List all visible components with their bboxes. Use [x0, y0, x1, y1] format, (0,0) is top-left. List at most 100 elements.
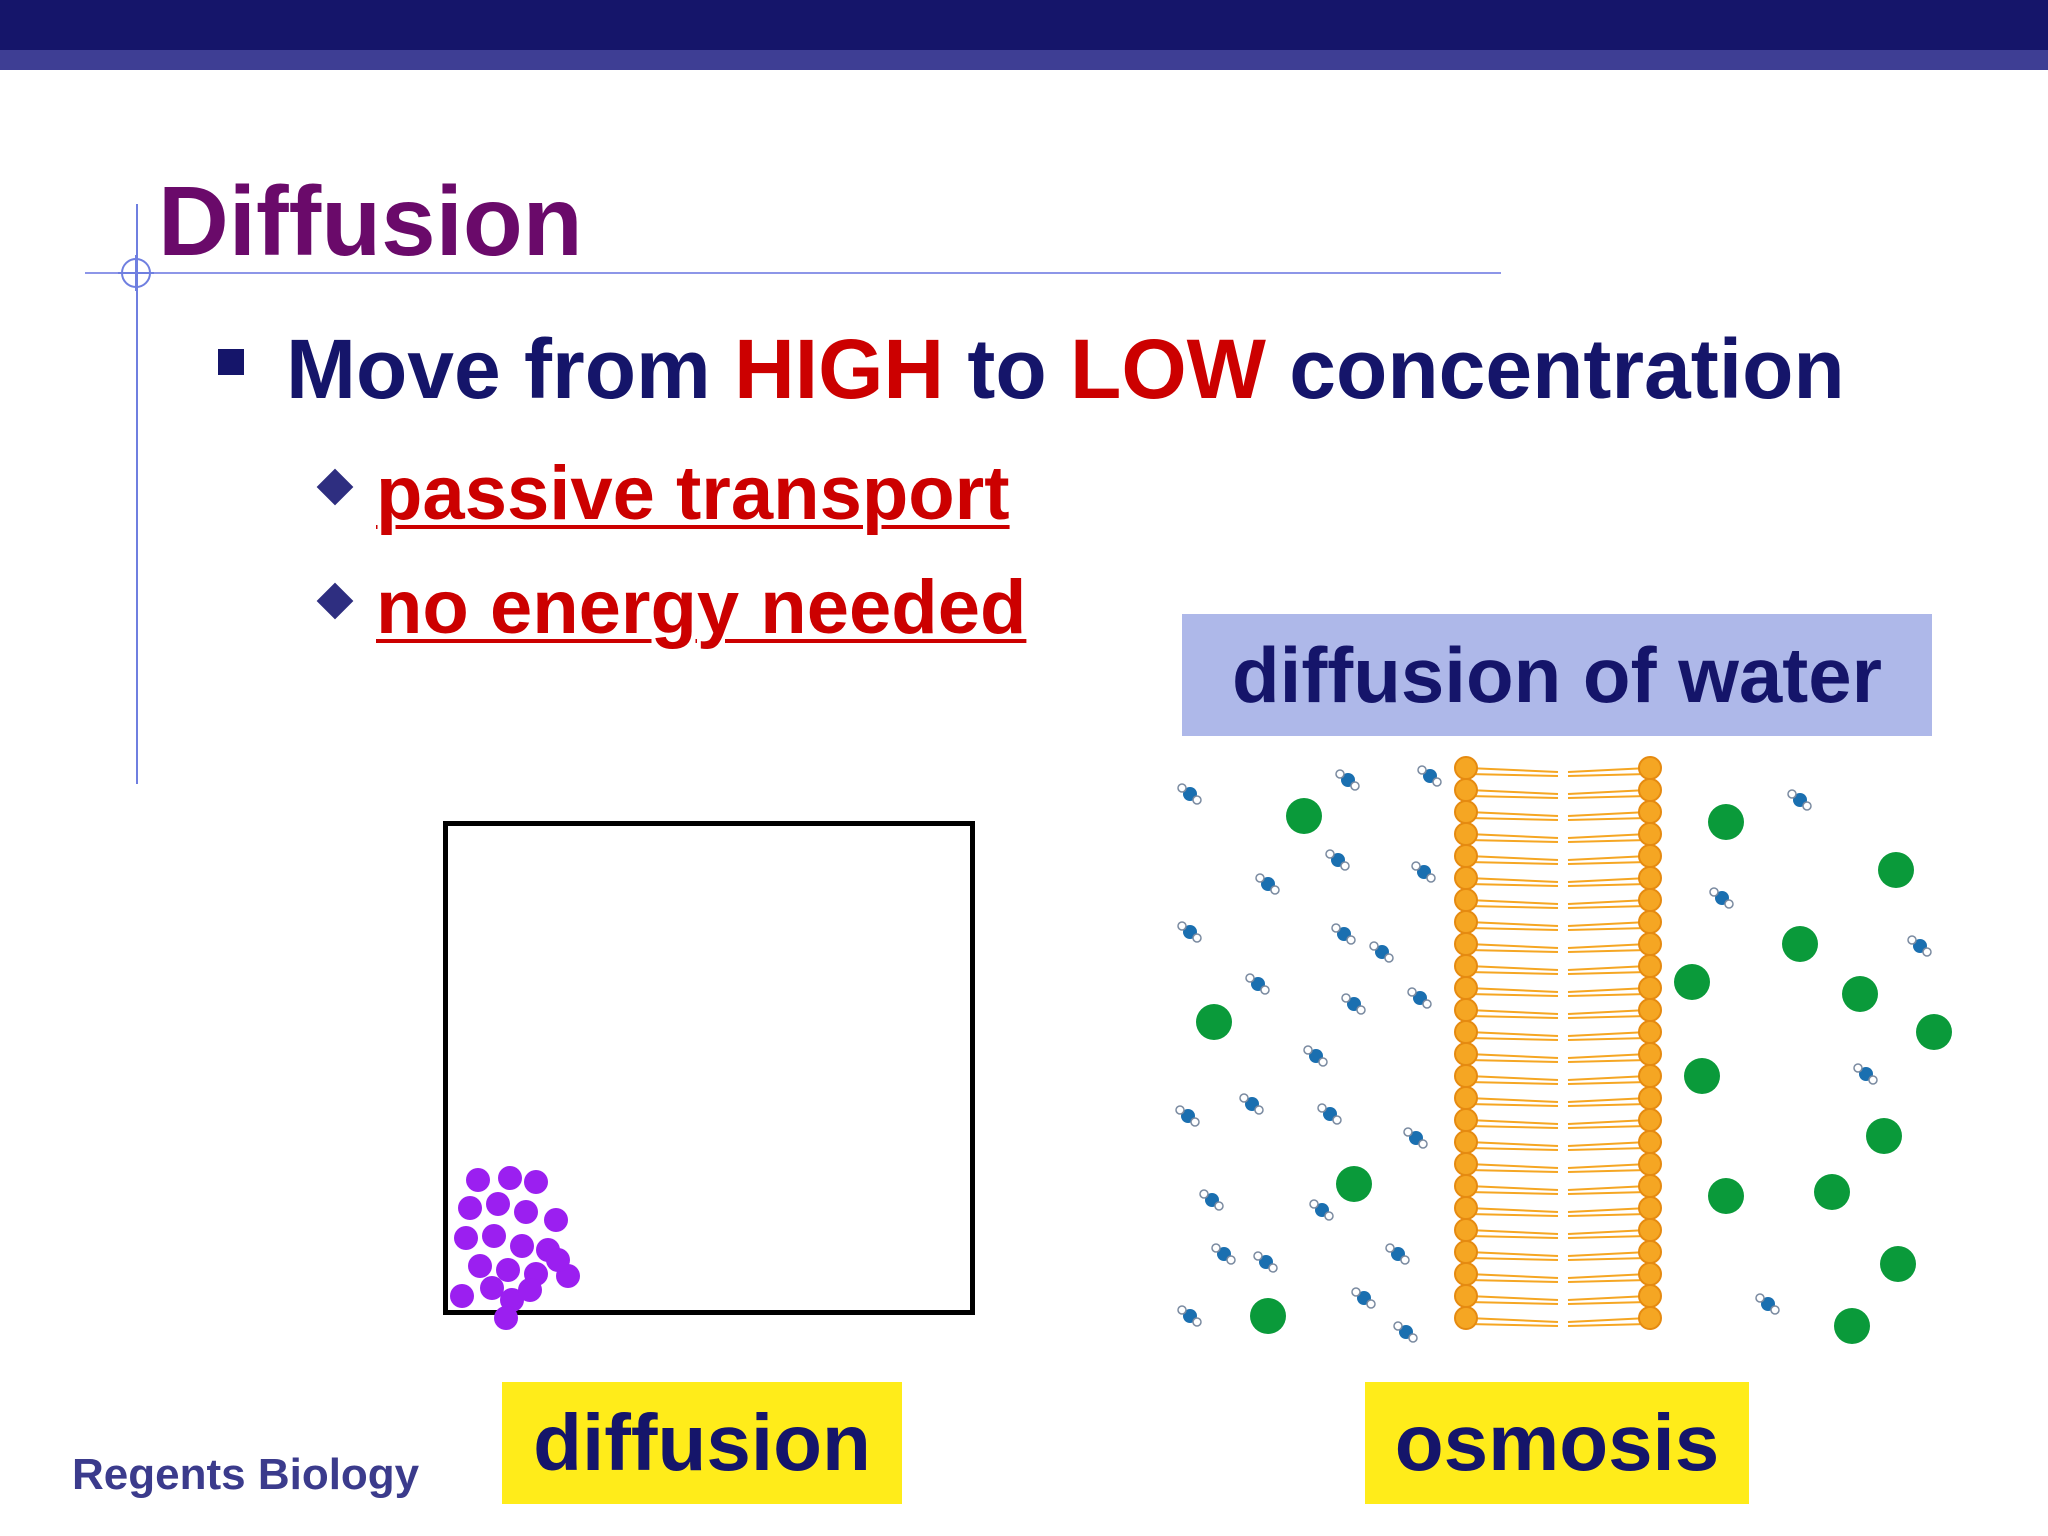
phospholipid-head [1454, 800, 1478, 824]
lipid-tail [1467, 1169, 1559, 1173]
lipid-tail [1567, 833, 1649, 839]
solute-molecule [1814, 1174, 1850, 1210]
phospholipid-head [1638, 1108, 1662, 1132]
water-hydrogen [1199, 1189, 1209, 1199]
purple-particle [466, 1168, 490, 1192]
phospholipid-head [1638, 888, 1662, 912]
lipid-tail [1567, 839, 1649, 843]
lipid-tail [1467, 1323, 1559, 1327]
purple-particle [514, 1200, 538, 1224]
lipid-tail [1467, 1317, 1559, 1323]
phospholipid-head [1454, 1130, 1478, 1154]
lipid-tail [1567, 789, 1649, 795]
phospholipid-head [1454, 1262, 1478, 1286]
lipid-tail [1567, 971, 1649, 975]
lipid-tail [1567, 1009, 1649, 1015]
solute-molecule [1684, 1058, 1720, 1094]
solute-molecule [1286, 798, 1322, 834]
water-hydrogen [1190, 1117, 1200, 1127]
water-hydrogen [1177, 1305, 1187, 1315]
water-hydrogen [1346, 935, 1356, 945]
lipid-tail [1467, 1141, 1559, 1147]
phospholipid-head [1454, 756, 1478, 780]
phospholipid-head [1454, 1240, 1478, 1264]
solute-molecule [1878, 852, 1914, 888]
lipid-tail [1567, 855, 1649, 861]
osmosis-label: osmosis [1365, 1382, 1749, 1504]
lipid-tail [1467, 971, 1559, 975]
lipid-tail [1567, 899, 1649, 905]
water-hydrogen [1268, 1263, 1278, 1273]
phospholipid-head [1454, 866, 1478, 890]
water-hydrogen [1384, 953, 1394, 963]
lipid-tail [1567, 993, 1649, 997]
lipid-tail [1467, 1207, 1559, 1213]
lipid-tail [1467, 773, 1559, 777]
slide-title: Diffusion [158, 166, 583, 276]
phospholipid-head [1638, 1064, 1662, 1088]
water-hydrogen [1226, 1255, 1236, 1265]
water-hydrogen [1724, 899, 1734, 909]
lipid-tail [1567, 1317, 1649, 1323]
water-hydrogen [1245, 973, 1255, 983]
lipid-tail [1567, 1147, 1649, 1151]
solute-molecule [1336, 1166, 1372, 1202]
lipid-tail [1567, 1053, 1649, 1059]
bullet-suffix: concentration [1265, 322, 1845, 416]
water-hydrogen [1407, 987, 1417, 997]
water-hydrogen [1432, 777, 1442, 787]
diffusion-container [443, 821, 975, 1315]
lipid-tail [1567, 927, 1649, 931]
water-hydrogen [1426, 873, 1436, 883]
lipid-tail [1567, 817, 1649, 821]
water-hydrogen [1422, 999, 1432, 1009]
lipid-tail [1467, 1235, 1559, 1239]
water-hydrogen [1324, 1211, 1334, 1221]
lipid-tail [1467, 1031, 1559, 1037]
phospholipid-head [1638, 1174, 1662, 1198]
phospholipid-head [1638, 954, 1662, 978]
water-hydrogen [1303, 1045, 1313, 1055]
phospholipid-head [1454, 976, 1478, 1000]
water-hydrogen [1417, 765, 1427, 775]
lipid-tail [1467, 1257, 1559, 1261]
sub-bullet-passive-transport: passive transport [376, 451, 1010, 536]
lipid-tail [1467, 1097, 1559, 1103]
water-hydrogen [1192, 933, 1202, 943]
phospholipid-head [1454, 910, 1478, 934]
phospholipid-head [1638, 1020, 1662, 1044]
lipid-tail [1467, 1053, 1559, 1059]
purple-particle [498, 1166, 522, 1190]
water-hydrogen [1709, 887, 1719, 897]
lipid-tail [1467, 789, 1559, 795]
solute-molecule [1196, 1004, 1232, 1040]
lipid-tail [1567, 811, 1649, 817]
water-hydrogen [1211, 1243, 1221, 1253]
lipid-tail [1567, 1141, 1649, 1147]
bullet-prefix: Move from [286, 322, 735, 416]
lipid-tail [1467, 883, 1559, 887]
lipid-tail [1567, 1169, 1649, 1173]
bullet-low: LOW [1070, 322, 1266, 416]
lipid-tail [1567, 1279, 1649, 1283]
water-hydrogen [1350, 781, 1360, 791]
phospholipid-head [1638, 932, 1662, 956]
water-hydrogen [1400, 1255, 1410, 1265]
lipid-tail [1467, 1147, 1559, 1151]
lipid-tail [1467, 795, 1559, 799]
water-hydrogen [1403, 1127, 1413, 1137]
lipid-tail [1567, 1125, 1649, 1129]
water-hydrogen [1907, 935, 1917, 945]
water-hydrogen [1254, 1105, 1264, 1115]
lipid-tail [1467, 899, 1559, 905]
phospholipid-head [1638, 822, 1662, 846]
lipid-tail [1567, 1273, 1649, 1279]
header-bar-light [0, 50, 2048, 70]
purple-particle [450, 1284, 474, 1308]
purple-particle [480, 1276, 504, 1300]
lipid-tail [1467, 1301, 1559, 1305]
lipid-tail [1567, 1207, 1649, 1213]
phospholipid-head [1638, 756, 1662, 780]
water-hydrogen [1332, 1115, 1342, 1125]
solute-molecule [1708, 804, 1744, 840]
